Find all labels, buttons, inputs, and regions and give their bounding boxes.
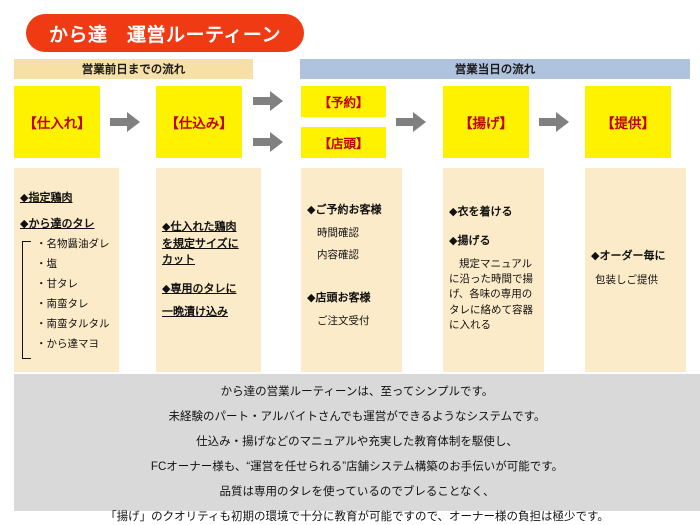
flow-box-shikomi-label: 【仕込み】 xyxy=(165,116,233,131)
flow-box-age-label: 【揚げ】 xyxy=(459,116,513,131)
panel5-heading-1: ◆オーダー毎に xyxy=(591,250,666,262)
detail-panel-shikomi: ◆仕入れた鶏肉 を規定サイズに カット ◆専用のタレに 一晩漬け込み xyxy=(156,168,261,372)
list-item: ・塩 xyxy=(36,258,57,270)
page-title: から達 運営ルーティーン xyxy=(49,24,281,46)
list-item: ・甘タレ xyxy=(36,278,78,290)
flow-box-tentou: 【店頭】 xyxy=(301,127,386,158)
panel2-line-5: 一晩漬け込み xyxy=(162,306,228,318)
arrow-right-icon xyxy=(539,111,569,133)
arrow-right-icon xyxy=(253,131,283,153)
phase-header-day: 営業当日の流れ xyxy=(300,59,690,79)
title-banner: から達 運営ルーティーン xyxy=(26,14,304,52)
flow-box-teikyou-label: 【提供】 xyxy=(601,116,655,131)
flow-box-shiire: 【仕入れ】 xyxy=(14,86,100,158)
panel1-heading-1: ◆指定鶏肉 xyxy=(20,192,73,204)
detail-panel-teikyou: ◆オーダー毎に 包装しご提供 xyxy=(585,168,686,372)
panel3-heading-1: ◆ご予約お客様 xyxy=(307,204,382,216)
panel3-sub-2: 内容確認 xyxy=(317,249,359,262)
sauce-list: ・名物醤油ダレ ・塩 ・甘タレ ・南蛮タレ ・南蛮タルタル ・から達マヨ xyxy=(20,238,113,359)
panel1-heading-2: ◆から達のタレ xyxy=(20,217,95,230)
panel2-line-1: ◆仕入れた鶏肉 xyxy=(162,221,237,233)
summary-box: から達の営業ルーティーンは、至ってシンプルです。 未経験のパート・アルバイトさん… xyxy=(14,374,700,523)
summary-line: から達の営業ルーティーンは、至ってシンプルです。 xyxy=(220,386,494,398)
panel4-heading-1: ◆衣を着ける xyxy=(449,206,513,218)
list-item: ・名物醤油ダレ xyxy=(36,238,110,250)
panel2-line-4: ◆専用のタレに xyxy=(162,282,237,295)
summary-line: 未経験のパート・アルバイトさんでも運営ができるようなシステムです。 xyxy=(168,411,546,423)
panel3-sub-3: ご注文受付 xyxy=(317,314,370,327)
detail-panel-age: ◆衣を着ける ◆揚げる 規定マニュアルに沿った時間で揚げ、各味の専用のタレに絡め… xyxy=(443,168,544,372)
list-item: ・から達マヨ xyxy=(36,338,99,350)
panel3-sub-1: 時間確認 xyxy=(317,226,359,239)
phase-header-prep: 営業前日までの流れ xyxy=(14,59,253,79)
phase-header-prep-label: 営業前日までの流れ xyxy=(81,64,186,76)
brace-icon xyxy=(22,241,31,359)
phase-header-day-label: 営業当日の流れ xyxy=(454,64,536,76)
arrow-right-icon xyxy=(253,90,283,112)
panel4-paragraph: 規定マニュアルに沿った時間で揚げ、各味の専用のタレに絡めて容器に入れる xyxy=(449,258,533,331)
panel2-line-3: カット xyxy=(162,254,195,266)
panel2-line-2: を規定サイズに xyxy=(162,237,239,250)
list-item: ・南蛮タレ xyxy=(36,298,89,310)
flow-box-shiire-label: 【仕入れ】 xyxy=(23,116,91,131)
panel4-heading-2: ◆揚げる xyxy=(449,234,491,247)
flow-box-yoyaku-label: 【予約】 xyxy=(318,96,369,110)
flow-box-yoyaku: 【予約】 xyxy=(301,86,386,117)
summary-line: 仕込み・揚げなどのマニュアルや充実した教育体制を駆使し、 xyxy=(196,436,518,448)
flow-box-shikomi: 【仕込み】 xyxy=(156,86,242,158)
arrow-right-icon xyxy=(110,111,140,133)
panel3-heading-2: ◆店頭お客様 xyxy=(307,292,371,304)
panel5-line-2: 包装しご提供 xyxy=(595,273,658,286)
detail-panel-shiire: ◆指定鶏肉 ◆から達のタレ ・名物醤油ダレ ・塩 ・甘タレ ・南蛮タレ ・南蛮タ… xyxy=(14,168,119,372)
flow-box-teikyou: 【提供】 xyxy=(585,86,671,158)
summary-line: 品質は専用のタレを使っているのでブレることなく、 xyxy=(219,486,495,498)
list-item: ・南蛮タルタル xyxy=(36,318,110,330)
detail-panel-order: ◆ご予約お客様 時間確認 内容確認 ◆店頭お客様 ご注文受付 xyxy=(301,168,402,372)
summary-line: FCオーナー様も、“運営を任せられる”店舗システム構築のお手伝いが可能です。 xyxy=(150,461,564,473)
arrow-right-icon xyxy=(396,111,426,133)
flow-box-tentou-label: 【店頭】 xyxy=(318,137,369,151)
summary-line: 「揚げ」のクオリティも初期の環境で十分に教育が可能ですので、オーナー様の負担は極… xyxy=(105,511,609,523)
flow-box-age: 【揚げ】 xyxy=(443,86,529,158)
